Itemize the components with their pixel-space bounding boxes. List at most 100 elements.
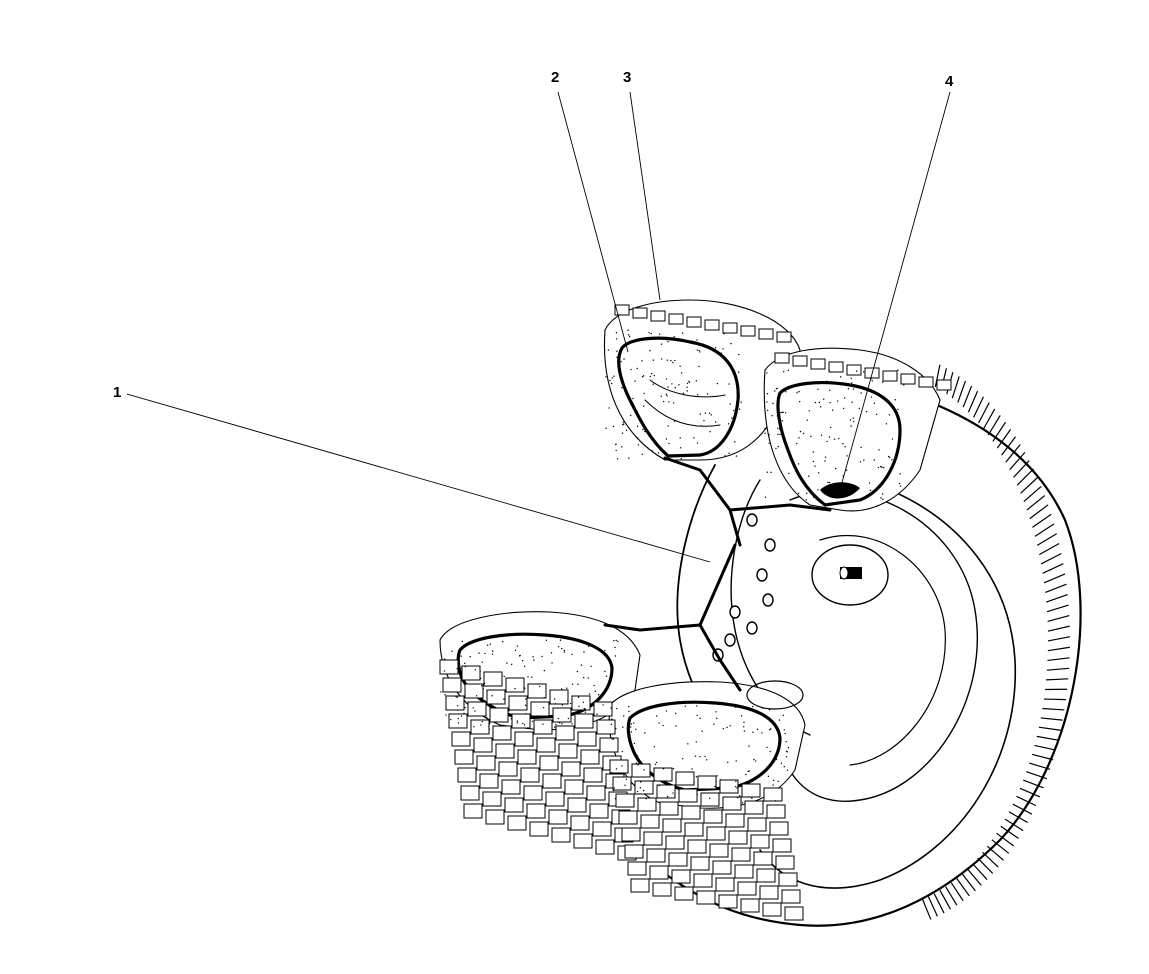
callout-label-1: 1 [113, 384, 121, 401]
speck [440, 691, 441, 692]
speck [766, 747, 767, 748]
speck [635, 729, 636, 730]
tread-block [483, 792, 501, 806]
speck [696, 705, 697, 706]
speck [571, 654, 572, 655]
tread-block [530, 822, 548, 836]
speck [765, 496, 766, 497]
speck [897, 409, 898, 410]
tread-block [584, 768, 602, 782]
tread-block [723, 323, 737, 333]
tread-block [741, 326, 755, 336]
tread-block [622, 828, 640, 841]
speck [572, 684, 573, 685]
speck [666, 378, 667, 379]
tread-block [651, 311, 665, 321]
speck [585, 708, 586, 709]
speck [696, 339, 697, 340]
speck [768, 776, 769, 777]
tread-rib [1048, 647, 1070, 650]
speck [628, 457, 629, 458]
tread-block [540, 756, 558, 770]
wheel-disc [778, 491, 977, 801]
speck [604, 671, 605, 672]
tread-rib [974, 397, 984, 418]
tread-block [767, 805, 785, 818]
speck [860, 461, 861, 462]
speck [628, 334, 629, 335]
speck [706, 759, 707, 760]
speck [680, 447, 681, 448]
tread-block [675, 887, 693, 900]
speck [779, 428, 780, 429]
speck [728, 423, 729, 424]
tread-block [572, 696, 590, 710]
speck [716, 775, 717, 776]
speck [667, 425, 668, 426]
tread-block [440, 660, 458, 674]
tread-rib [1042, 709, 1064, 710]
speck [598, 694, 599, 695]
tread-block [527, 804, 545, 818]
speck [878, 467, 879, 468]
speck [655, 764, 656, 765]
tread-block [610, 760, 628, 773]
speck [769, 729, 770, 730]
speck [766, 401, 767, 402]
speck [681, 458, 682, 459]
speck [757, 729, 758, 730]
speck [764, 433, 765, 434]
tread-rib [1046, 595, 1067, 602]
speck [675, 787, 676, 788]
speck [608, 349, 609, 350]
speck [595, 691, 596, 692]
tread-block [531, 702, 549, 716]
speck [555, 703, 556, 704]
speck [853, 388, 854, 389]
speck [803, 433, 804, 434]
tread-block [644, 832, 662, 845]
speck [646, 798, 647, 799]
tread-block [597, 720, 615, 734]
speck [783, 371, 784, 372]
speck [696, 380, 697, 381]
speck [881, 466, 882, 467]
speck [777, 434, 778, 435]
speck [813, 451, 814, 452]
speck [772, 784, 773, 785]
speck [682, 332, 683, 333]
tread-block [581, 750, 599, 764]
speck [682, 758, 683, 759]
speck [738, 372, 739, 373]
speck [617, 641, 618, 642]
speck [730, 364, 731, 365]
tread-block [506, 678, 524, 692]
speck [585, 711, 586, 712]
tread-rib [1041, 718, 1063, 720]
tread-block [587, 786, 605, 800]
speck [627, 329, 628, 330]
speck [751, 797, 752, 798]
speck [641, 360, 642, 361]
speck [558, 718, 559, 719]
speck [671, 383, 672, 384]
speck [615, 450, 616, 451]
speck [828, 370, 829, 371]
speck [611, 738, 612, 739]
tread-rib [958, 381, 966, 402]
speck [863, 371, 864, 372]
speck [821, 434, 822, 435]
speck [775, 448, 776, 449]
speck [843, 408, 844, 409]
tread-rib [1024, 486, 1041, 501]
speck [561, 648, 562, 649]
speck [638, 444, 639, 445]
speck [869, 482, 870, 483]
bolt-hole [747, 514, 757, 526]
speck [899, 483, 900, 484]
leader-line-3 [630, 92, 660, 300]
speck [629, 725, 630, 726]
speck [666, 438, 667, 439]
speck [511, 718, 512, 719]
